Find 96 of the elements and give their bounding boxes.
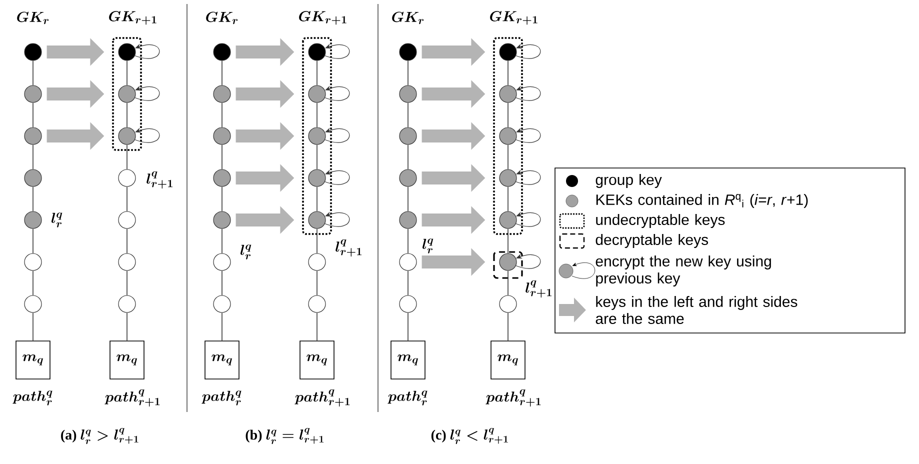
key-circle bbox=[308, 85, 326, 103]
key-circle bbox=[308, 253, 326, 271]
legend-text: group key bbox=[596, 174, 662, 188]
leaf-box: $m_{q}$ bbox=[204, 340, 240, 380]
connector-line bbox=[316, 144, 318, 170]
key-circle bbox=[118, 295, 136, 313]
key-circle bbox=[499, 253, 517, 271]
connector-line bbox=[126, 228, 128, 254]
connector-line bbox=[32, 312, 34, 341]
leaf-box: $m_{q}$ bbox=[390, 340, 426, 380]
caption: (b) $l^{q}_{r} = l^{q}_{r+1}$ bbox=[246, 428, 324, 444]
key-label: $l^{q}_{r}$ bbox=[240, 244, 252, 260]
key-circle bbox=[499, 85, 517, 103]
key-label: $GK_{r}$ bbox=[17, 12, 49, 24]
key-circle bbox=[118, 253, 136, 271]
connector-line bbox=[126, 102, 128, 128]
key-circle bbox=[24, 295, 42, 313]
key-circle bbox=[213, 85, 231, 103]
leaf-box: $m_{q}$ bbox=[300, 340, 334, 380]
key-circle bbox=[24, 211, 42, 229]
connector-line bbox=[126, 312, 128, 341]
leaf-box: $m_{q}$ bbox=[490, 340, 526, 380]
legend-text: decryptable keys bbox=[596, 234, 708, 248]
key-circle bbox=[399, 211, 417, 229]
leaf-box: $m_{q}$ bbox=[110, 340, 144, 380]
connector-line bbox=[32, 144, 34, 170]
key-circle bbox=[24, 43, 42, 61]
legend-text: undecryptable keys bbox=[596, 214, 725, 228]
key-label: $path^{q}_{r}$ bbox=[202, 390, 242, 406]
key-circle bbox=[308, 295, 326, 313]
key-circle bbox=[213, 43, 231, 61]
connector-line bbox=[316, 312, 318, 341]
leaf-box: $m_{q}$ bbox=[16, 340, 50, 380]
key-circle bbox=[213, 253, 231, 271]
connector-line bbox=[32, 60, 34, 86]
key-circle bbox=[499, 295, 517, 313]
key-circle bbox=[308, 127, 326, 145]
key-circle bbox=[118, 127, 136, 145]
key-circle bbox=[499, 211, 517, 229]
legend-text: keys in the left and right sides are the same bbox=[596, 296, 798, 324]
key-circle bbox=[118, 211, 136, 229]
connector-line bbox=[32, 270, 34, 296]
key-circle bbox=[399, 295, 417, 313]
key-circle bbox=[118, 43, 136, 61]
connector-line bbox=[126, 144, 128, 170]
caption: (a) $l^{q}_{r} > l^{q}_{r+1}$ bbox=[61, 428, 138, 444]
key-circle bbox=[213, 127, 231, 145]
key-circle bbox=[24, 127, 42, 145]
key-label: $path^{q}_{r}$ bbox=[388, 390, 428, 406]
key-label: $path^{q}_{r+1}$ bbox=[104, 389, 160, 407]
key-circle bbox=[399, 169, 417, 187]
connector-line bbox=[32, 186, 34, 212]
key-circle bbox=[308, 43, 326, 61]
key-label: $path^{q}_{r+1}$ bbox=[486, 389, 541, 407]
connector-line bbox=[316, 270, 318, 296]
key-label: $l^{q}_{r}$ bbox=[422, 238, 434, 254]
connector-line bbox=[316, 186, 318, 212]
connector-line bbox=[32, 102, 34, 128]
key-circle bbox=[308, 211, 326, 229]
key-circle bbox=[213, 211, 231, 229]
legend-text: KEKs contained in R$^{q}$$_{i}$ (i=r, r+1) bbox=[596, 194, 808, 208]
key-circle bbox=[24, 169, 42, 187]
key-label: $GK_{r+1}$ bbox=[299, 11, 346, 25]
key-circle bbox=[213, 169, 231, 187]
connector-line bbox=[316, 60, 318, 86]
key-circle bbox=[399, 85, 417, 103]
legend-text: encrypt the new key using previous key bbox=[596, 256, 771, 286]
key-circle bbox=[24, 85, 42, 103]
key-circle bbox=[24, 253, 42, 271]
key-label: $path^{q}_{r+1}$ bbox=[294, 389, 350, 407]
key-circle bbox=[213, 295, 231, 313]
key-circle bbox=[399, 253, 417, 271]
connector-line bbox=[126, 270, 128, 296]
connector-line bbox=[32, 228, 34, 254]
connector-line bbox=[316, 228, 318, 254]
key-label: $l^{q}_{r+1}$ bbox=[146, 171, 172, 189]
key-label: $l^{q}_{r}$ bbox=[51, 212, 62, 228]
key-circle bbox=[499, 127, 517, 145]
connector-line bbox=[126, 186, 128, 212]
connector-line bbox=[316, 102, 318, 128]
key-circle bbox=[118, 169, 136, 187]
key-circle bbox=[308, 169, 326, 187]
key-circle bbox=[399, 127, 417, 145]
key-label: $GK_{r+1}$ bbox=[109, 11, 156, 25]
key-circle bbox=[499, 43, 517, 61]
key-label: $GK_{r+1}$ bbox=[490, 11, 538, 25]
key-label: $l^{q}_{r+1}$ bbox=[526, 280, 552, 298]
key-label: $path^{q}_{r}$ bbox=[12, 390, 52, 406]
caption: (c) $l^{q}_{r} < l^{q}_{r+1}$ bbox=[431, 428, 508, 444]
key-circle bbox=[118, 85, 136, 103]
connector-line bbox=[126, 60, 128, 86]
key-label: $GK_{r}$ bbox=[206, 12, 238, 24]
key-label: $GK_{r}$ bbox=[392, 12, 424, 24]
key-circle bbox=[399, 43, 417, 61]
key-circle bbox=[499, 169, 517, 187]
key-label: $l^{q}_{r+1}$ bbox=[336, 239, 362, 257]
